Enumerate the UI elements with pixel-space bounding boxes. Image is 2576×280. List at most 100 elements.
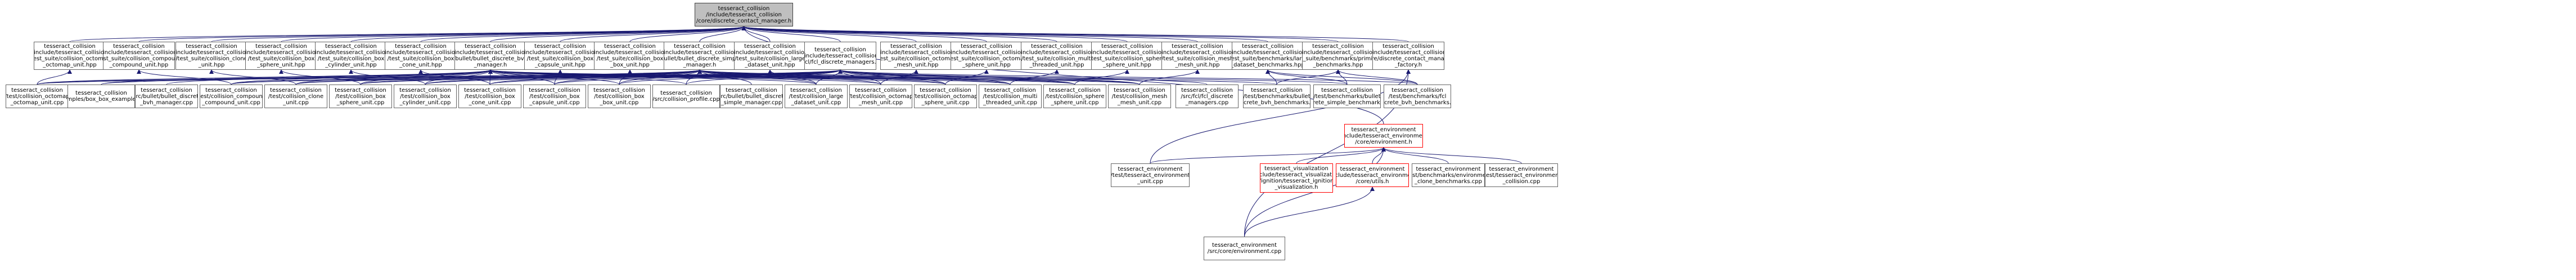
graph-node-b11[interactable]: tesseract_collision /src/collision_profi…	[652, 85, 720, 108]
graph-node-b19[interactable]: tesseract_collision /src/fcl/fcl_discret…	[1176, 85, 1239, 108]
graph-node-label: tesseract_collision /examples/box_box_ex…	[68, 90, 135, 103]
edge-group	[37, 26, 1522, 237]
graph-node-b22[interactable]: tesseract_collision /test/benchmarks/fcl…	[1384, 85, 1451, 108]
graph-node-label: tesseract_collision /include/tesseract_c…	[1302, 43, 1374, 68]
graph-node-label: tesseract_collision /include/tesseract_c…	[664, 43, 736, 68]
graph-node-b17[interactable]: tesseract_collision /test/collision_sphe…	[1043, 85, 1106, 108]
graph-edge	[37, 69, 72, 85]
graph-node-label: tesseract_environment /include/tesseract…	[1345, 126, 1422, 145]
graph-node-label: tesseract_collision /include/tesseract_c…	[1091, 43, 1163, 68]
graph-node-a1[interactable]: tesseract_collision /include/tesseract_c…	[34, 42, 106, 70]
graph-node-c3[interactable]: tesseract_environment /include/tesseract…	[1336, 163, 1409, 187]
graph-node-label: tesseract_collision /test/collision_box …	[464, 87, 516, 106]
graph-node-label: tesseract_collision /include/tesseract_c…	[245, 43, 317, 68]
graph-node-a2[interactable]: tesseract_collision /include/tesseract_c…	[103, 42, 175, 70]
graph-node-label: tesseract_collision /include/tesseract_c…	[34, 43, 106, 68]
graph-node-label: tesseract_collision /test/collision_sphe…	[1045, 87, 1105, 106]
graph-node-b21[interactable]: tesseract_collision /test/benchmarks/bul…	[1313, 85, 1381, 108]
graph-edge	[1296, 147, 1386, 164]
graph-node-a10[interactable]: tesseract_collision /include/tesseract_c…	[664, 42, 736, 70]
graph-node-b7[interactable]: tesseract_collision /test/collision_box …	[394, 85, 457, 108]
graph-node-b1[interactable]: tesseract_collision /test/collision_octo…	[6, 85, 69, 108]
graph-node-label: tesseract_collision /test/collision_box …	[593, 87, 645, 106]
graph-node-label: tesseract_environment /src/core/environm…	[1207, 242, 1282, 255]
graph-node-env[interactable]: tesseract_environment /include/tesseract…	[1344, 124, 1423, 148]
graph-node-label: tesseract_collision /test/collision_larg…	[789, 87, 844, 106]
graph-node-a8[interactable]: tesseract_collision /include/tesseract_c…	[524, 42, 596, 70]
graph-node-label: tesseract_collision /include/tesseract_c…	[1021, 43, 1093, 68]
graph-node-a19[interactable]: tesseract_collision /include/tesseract_c…	[1302, 42, 1374, 70]
graph-node-c5[interactable]: tesseract_environment /test/tesseract_en…	[1485, 163, 1558, 187]
graph-edge	[1139, 69, 1200, 85]
graph-node-b14[interactable]: tesseract_collision /test/collision_octo…	[849, 85, 912, 108]
graph-edge	[1381, 147, 1522, 164]
graph-node-b15[interactable]: tesseract_collision /test/collision_octo…	[914, 85, 977, 108]
graph-edge	[1074, 69, 1129, 85]
graph-node-b12[interactable]: tesseract_collision /src/bullet/bullet_d…	[720, 85, 783, 108]
graph-edge	[742, 26, 1409, 42]
graph-node-b18[interactable]: tesseract_collision /test/collision_mesh…	[1108, 85, 1171, 108]
graph-node-a9[interactable]: tesseract_collision /include/tesseract_c…	[594, 42, 666, 70]
graph-node-a20[interactable]: tesseract_collision /include/tesseract_c…	[1372, 42, 1444, 70]
graph-edge	[838, 69, 946, 85]
graph-node-c4[interactable]: tesseract_environment /test/benchmarks/e…	[1412, 163, 1485, 187]
graph-node-b13[interactable]: tesseract_collision /test/collision_larg…	[785, 85, 848, 108]
graph-node-b5[interactable]: tesseract_collision /test/collision_clon…	[264, 85, 327, 108]
graph-node-a18[interactable]: tesseract_collision /include/tesseract_c…	[1232, 42, 1304, 70]
graph-node-a4[interactable]: tesseract_collision /include/tesseract_c…	[245, 42, 317, 70]
graph-node-a3[interactable]: tesseract_collision /include/tesseract_c…	[175, 42, 247, 70]
graph-node-label: tesseract_collision /src/bullet/bullet_d…	[720, 87, 782, 106]
graph-node-label: tesseract_collision /include/tesseract_c…	[1372, 43, 1444, 68]
graph-edge	[37, 69, 702, 85]
graph-edge	[629, 26, 746, 42]
graph-node-label: tesseract_collision /test/collision_octo…	[914, 87, 977, 106]
graph-node-b8[interactable]: tesseract_collision /test/collision_box …	[458, 85, 521, 108]
graph-node-b3[interactable]: tesseract_collision /src/bullet/bullet_d…	[135, 85, 198, 108]
graph-node-a6[interactable]: tesseract_collision /include/tesseract_c…	[385, 42, 457, 70]
graph-node-b4[interactable]: tesseract_collision /test/collision_comp…	[200, 85, 263, 108]
graph-node-a13[interactable]: tesseract_collision /include/tesseract_c…	[880, 42, 952, 70]
graph-node-b2[interactable]: tesseract_collision /examples/box_box_ex…	[67, 85, 135, 108]
graph-node-label: tesseract_collision /src/fcl/fcl_discret…	[1181, 87, 1233, 106]
graph-node-label: tesseract_collision /include/tesseract_c…	[454, 43, 526, 68]
graph-node-b10[interactable]: tesseract_collision /test/collision_box …	[588, 85, 651, 108]
graph-node-a12[interactable]: tesseract_collision /include/tesseract_c…	[804, 42, 876, 70]
graph-node-label: tesseract_environment /test/benchmarks/e…	[1412, 166, 1484, 185]
graph-node-label: tesseract_collision /test/benchmarks/bul…	[1243, 87, 1310, 106]
graph-node-a15[interactable]: tesseract_collision /include/tesseract_c…	[1021, 42, 1093, 70]
graph-edge	[1276, 69, 1340, 85]
graph-node-b20[interactable]: tesseract_collision /test/benchmarks/bul…	[1243, 85, 1310, 108]
graph-edge	[554, 69, 843, 85]
graph-node-label: tesseract_collision /test/collision_clon…	[268, 87, 324, 106]
graph-node-a7[interactable]: tesseract_collision /include/tesseract_c…	[454, 42, 526, 70]
graph-node-c2[interactable]: tesseract_visualization /include/tessera…	[1260, 163, 1333, 193]
graph-edge	[1336, 69, 1418, 85]
graph-node-d1[interactable]: tesseract_environment /src/core/environm…	[1204, 237, 1285, 260]
graph-node-a5[interactable]: tesseract_collision /include/tesseract_c…	[315, 42, 387, 70]
graph-edge	[350, 26, 746, 42]
graph-edge	[741, 26, 987, 42]
graph-node-b9[interactable]: tesseract_collision /test/collision_box …	[523, 85, 586, 108]
graph-node-label: tesseract_environment /include/tesseract…	[1336, 166, 1408, 185]
graph-node-a16[interactable]: tesseract_collision /include/tesseract_c…	[1091, 42, 1163, 70]
graph-node-label: tesseract_collision /include/tesseract_c…	[1161, 43, 1233, 68]
graph-node-root[interactable]: tesseract_collision /include/tesseract_c…	[695, 3, 793, 26]
graph-node-a17[interactable]: tesseract_collision /include/tesseract_c…	[1161, 42, 1233, 70]
graph-edge	[741, 26, 841, 42]
graph-edge	[37, 69, 493, 85]
graph-node-a11[interactable]: tesseract_collision /include/tesseract_c…	[734, 42, 806, 70]
graph-edge	[838, 69, 1140, 85]
graph-node-label: tesseract_collision /include/tesseract_c…	[175, 43, 247, 68]
graph-node-label: tesseract_collision /test/collision_box …	[335, 87, 386, 106]
graph-node-c1[interactable]: tesseract_environment /test/tesseract_en…	[1111, 163, 1190, 187]
graph-node-label: tesseract_collision /include/tesseract_c…	[1232, 43, 1304, 68]
graph-node-label: tesseract_collision /test/collision_octo…	[849, 87, 912, 106]
graph-node-b16[interactable]: tesseract_collision /test/collision_mult…	[979, 85, 1042, 108]
graph-edge	[1150, 147, 1386, 164]
graph-node-a14[interactable]: tesseract_collision /include/tesseract_c…	[951, 42, 1023, 70]
graph-node-label: tesseract_collision /src/bullet/bullet_d…	[136, 87, 197, 106]
graph-node-label: tesseract_collision /include/tesseract_c…	[696, 5, 792, 24]
graph-node-b6[interactable]: tesseract_collision /test/collision_box …	[329, 85, 392, 108]
graph-edge	[137, 69, 232, 85]
